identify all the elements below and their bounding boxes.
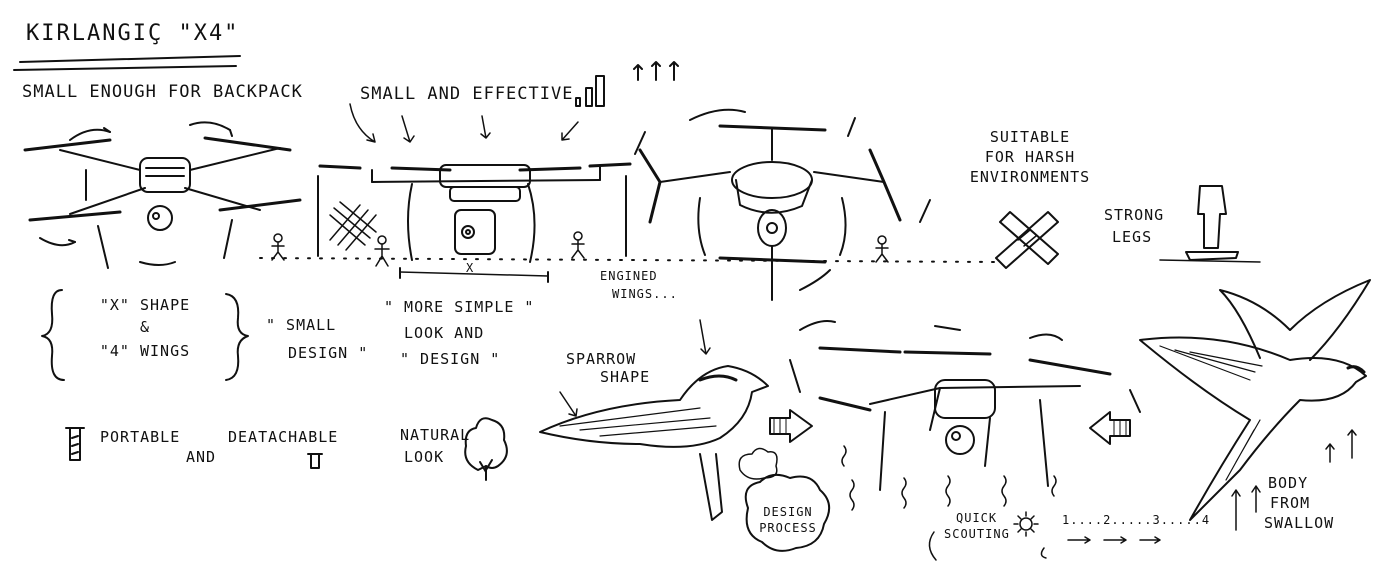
label-legs-2: LEGS <box>1112 228 1153 246</box>
label-harsh-1: SUITABLE <box>989 128 1071 146</box>
label-steps: 1....2.....3.....4 <box>1062 513 1211 527</box>
ground-line <box>260 258 1000 262</box>
swallow-sketch <box>1140 280 1370 520</box>
scouting-icon <box>1014 512 1038 536</box>
drone-sketch-4 <box>790 321 1140 490</box>
legs-icon <box>1160 186 1260 262</box>
step-arrows <box>929 532 1160 560</box>
bars-icon <box>576 62 678 106</box>
motion-squiggles <box>842 446 1056 510</box>
bandage-icon <box>996 212 1058 268</box>
person-figure-3 <box>572 232 584 258</box>
label-sparrow-2: SHAPE <box>600 368 651 386</box>
brace-marks <box>42 290 248 380</box>
up-arrows <box>1232 430 1356 530</box>
label-backpack: SMALL ENOUGH FOR BACKPACK <box>22 82 303 102</box>
label-harsh-3: ENVIRONMENTS <box>969 168 1091 186</box>
hatched-arrow-right <box>770 410 812 442</box>
label-engined-1: ENGINED <box>600 269 658 283</box>
label-natural-2: LOOK <box>404 448 445 466</box>
label-quick-2: SCOUTING <box>944 527 1010 541</box>
screw-icon <box>66 428 322 468</box>
label-design-process-1: DESIGN <box>763 505 813 519</box>
label-design-process-2: PROCESS <box>759 521 817 535</box>
page-title: KIRLANGIÇ "X4" <box>26 21 240 46</box>
label-x-shape-1: "X" SHAPE <box>99 296 191 314</box>
label-body-1: BODY <box>1268 474 1309 492</box>
title-underline <box>14 56 240 70</box>
label-natural-1: NATURAL <box>400 426 471 444</box>
label-x-shape-2: & <box>139 318 151 336</box>
label-simple-1: " MORE SIMPLE " <box>384 298 535 316</box>
pointer-arrows <box>350 104 578 142</box>
label-engined-2: WINGS... <box>612 287 678 301</box>
label-effective: SMALL AND EFFECTIVE <box>360 84 574 104</box>
hatched-arrow-left <box>1090 412 1130 444</box>
person-figure-4 <box>876 236 888 262</box>
label-detachable-2: DEATACHABLE <box>228 428 339 446</box>
drone-sketch-3 <box>635 110 930 300</box>
label-x-shape-3: "4" WINGS <box>99 342 191 360</box>
label-small-2: DESIGN " <box>288 344 369 362</box>
label-harsh-2: FOR HARSH <box>984 148 1076 166</box>
label-detachable-1: AND <box>186 448 217 466</box>
tree-icon <box>465 418 507 480</box>
label-small-1: " SMALL <box>266 316 337 334</box>
cloud-icon <box>739 448 829 550</box>
label-sparrow-1: SPARROW <box>566 350 637 368</box>
drone-sketch-1 <box>25 122 300 268</box>
label-quick-1: QUICK <box>956 511 998 525</box>
person-figure-2 <box>375 236 389 266</box>
drone-sketch-2 <box>318 164 630 282</box>
label-dim-x: x <box>466 261 475 275</box>
crosshatch-sketch <box>330 202 376 250</box>
label-simple-2: LOOK AND <box>404 324 485 342</box>
label-legs-1: STRONG <box>1104 206 1165 224</box>
label-simple-3: " DESIGN " <box>400 350 501 368</box>
label-body-3: SWALLOW <box>1264 514 1335 532</box>
curve-arrows <box>560 320 710 416</box>
sparrow-sketch <box>540 366 768 520</box>
person-figure-1 <box>272 234 284 260</box>
label-portable: PORTABLE <box>100 428 181 446</box>
label-body-2: FROM <box>1270 494 1311 512</box>
